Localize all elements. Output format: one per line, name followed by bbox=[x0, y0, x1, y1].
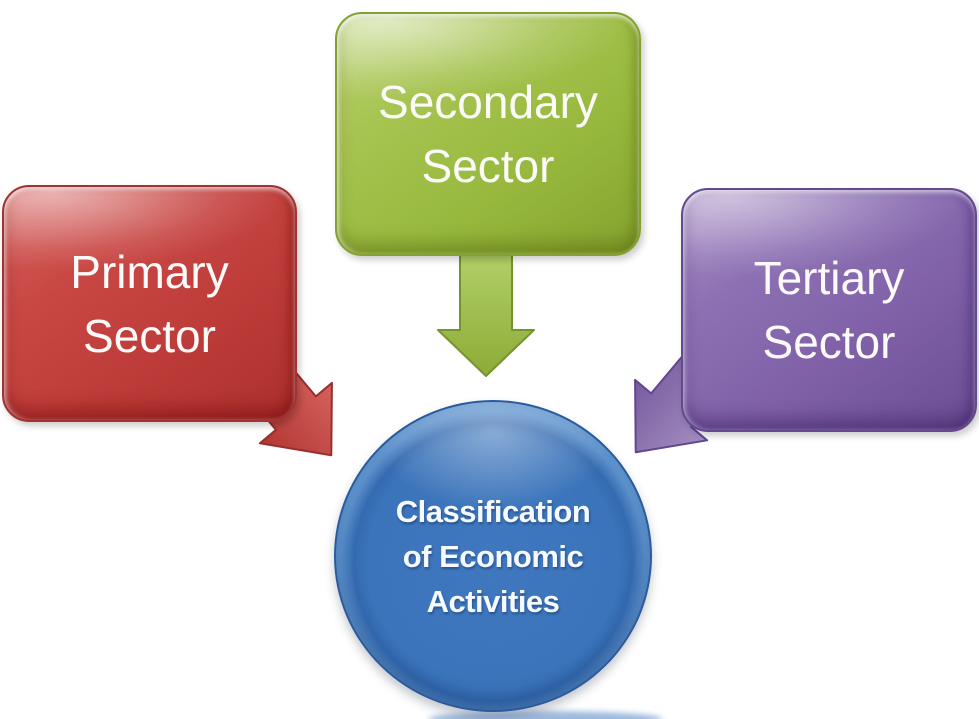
circle-reflection-artifact bbox=[428, 711, 663, 719]
center-label-line3: Activities bbox=[426, 583, 560, 619]
tertiary-sector-label-line2: Sector bbox=[762, 316, 896, 368]
primary-sector-box: Primary Sector bbox=[2, 185, 297, 422]
primary-sector-label-line2: Sector bbox=[83, 309, 216, 362]
primary-sector-label-line1: Primary bbox=[70, 245, 229, 298]
secondary-sector-box: Secondary Sector bbox=[335, 12, 641, 256]
center-label-line1: Classification bbox=[395, 493, 591, 529]
center-label-line2: of Economic bbox=[402, 538, 584, 574]
secondary-arrow bbox=[437, 249, 535, 377]
tertiary-sector-label-line1: Tertiary bbox=[753, 252, 905, 304]
secondary-sector-label-line2: Sector bbox=[421, 140, 555, 192]
center-circle: Classification of Economic Activities bbox=[334, 400, 652, 712]
tertiary-sector-box: Tertiary Sector bbox=[681, 188, 977, 432]
secondary-sector-label-line1: Secondary bbox=[378, 76, 598, 128]
